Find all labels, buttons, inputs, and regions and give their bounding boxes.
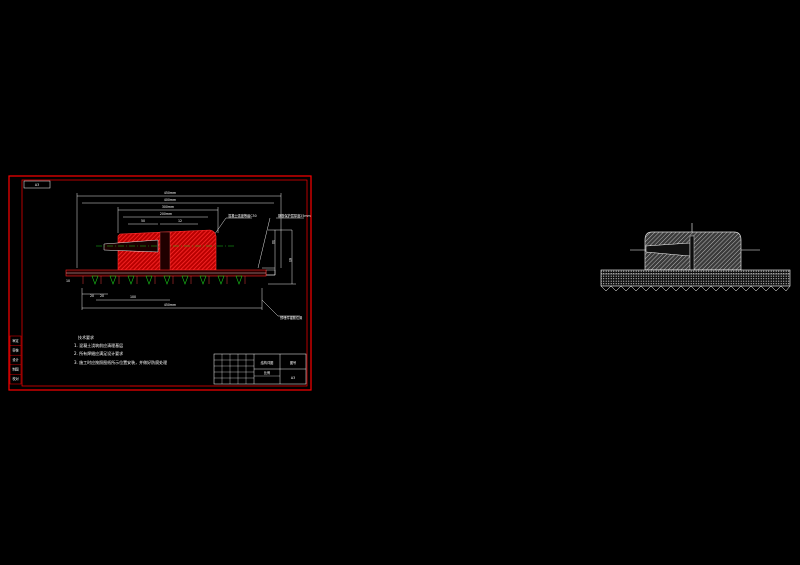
anchor-mark [235, 275, 243, 285]
dim-label: 10 [66, 279, 70, 283]
side-tag-box [265, 269, 276, 276]
dim-label: 100 [130, 295, 136, 299]
corner-tag: A3 [35, 183, 39, 187]
detail-base-slab [600, 269, 791, 287]
anchor-mark [217, 275, 225, 285]
anchor-mark [127, 275, 135, 285]
left-revision-strip: 审定 审核 设计 制图 校对 [9, 335, 22, 385]
anchor-slot [159, 231, 171, 273]
note-item: 1. 混凝土浇筑前应清理基层 [74, 342, 123, 348]
anchor-mark [145, 275, 153, 285]
sheet-outer-frame [8, 175, 312, 391]
dim-label: 20 [100, 294, 104, 298]
lower-ticks [82, 276, 246, 284]
notes-heading: 技术要求 [78, 334, 94, 340]
anchor-mark [163, 275, 171, 285]
dim-label: 50 [271, 240, 275, 244]
title-block-drawing-no: 图号 [290, 360, 296, 365]
callout-text: 钢筋保护层厚度25mm [278, 213, 311, 218]
dim-label: 20 [90, 294, 94, 298]
anchor-mark [181, 275, 189, 285]
callout-leader [261, 299, 279, 317]
dim-label: 450mm [164, 191, 176, 195]
callout-text: 混凝土强度等级C30 [228, 213, 257, 218]
dim-label: 300mm [162, 205, 174, 209]
anchor-mark [91, 275, 99, 285]
corner-tag-box [23, 180, 51, 189]
anchor-mark [109, 275, 117, 285]
title-block [213, 353, 307, 385]
title-block-name: 结构详图 [261, 360, 274, 365]
strip-label: 设计 [12, 357, 19, 362]
note-item: 2. 所有焊缝应满足设计要求 [74, 350, 123, 356]
dim-label: 400mm [164, 198, 176, 202]
side-dimension-lines [262, 229, 296, 285]
callout-text: 预埋件锚筋位置 [280, 315, 302, 320]
title-block-sheet: A3 [291, 376, 295, 380]
strip-label: 制图 [12, 367, 18, 372]
note-item: 3. 施工时应按照图纸所示位置安装，并做好防腐处理 [74, 359, 167, 365]
top-dimension-lines [76, 193, 282, 268]
title-block-scale: 比例 [264, 370, 270, 375]
dim-label: 200mm [160, 212, 172, 216]
dim-label: 450mm [164, 303, 176, 307]
sheet-inner-frame [21, 179, 308, 387]
detail-ground-profile [600, 285, 791, 292]
right-detail-drawing [600, 223, 791, 292]
dim-label: 65 [288, 258, 292, 262]
detail-anchor-slot [689, 235, 695, 271]
left-drawing-sheet: A3 审定 审核 设计 制图 校对 450mm 4 [8, 175, 312, 391]
bottom-dimension-lines [81, 288, 263, 310]
strip-label: 校对 [12, 376, 19, 381]
dim-label: 50 [141, 219, 145, 223]
dim-label: 12 [178, 219, 182, 223]
strip-label: 审定 [12, 338, 19, 343]
anchor-row [91, 275, 243, 285]
strip-label: 审核 [12, 348, 19, 353]
anchor-mark [199, 275, 207, 285]
